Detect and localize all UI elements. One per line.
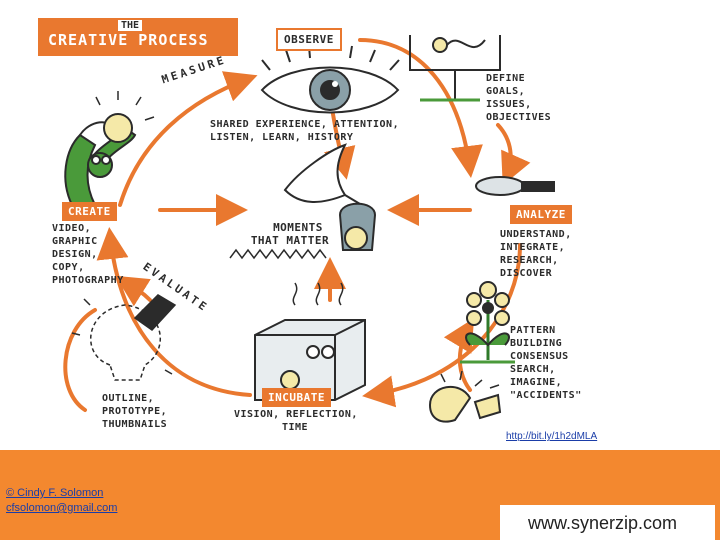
dove-icon [283, 143, 371, 211]
incubator-box-icon [254, 282, 366, 401]
note-analyze: UNDERSTAND, INTEGRATE, RESEARCH, DISCOVE… [500, 229, 572, 279]
flower-icon [460, 281, 515, 364]
broken-bulb-icon [428, 370, 502, 423]
note-incubate: VISION, REFLECTION, TIME [234, 409, 358, 433]
arrow-define-to-analyze [496, 123, 531, 186]
magnifier-icon [475, 176, 555, 196]
sketch-bulb-icon [71, 294, 177, 381]
arrow-observe-to-analyze [358, 38, 483, 178]
grass-lines [229, 248, 327, 260]
stage-analyze: ANALYZE [510, 205, 572, 224]
center-line1: MOMENTS [273, 221, 323, 234]
arrow-outline-to-create [115, 275, 152, 307]
footer-site-box [500, 505, 715, 540]
figure-with-bulb-icon [64, 91, 155, 206]
stage-observe: OBSERVE [276, 28, 342, 51]
note-define: DEFINE GOALS, ISSUES, OBJECTIVES [486, 73, 552, 123]
credit-email[interactable]: cfsolomon@gmail.com [6, 502, 118, 514]
note-observe: SHARED EXPERIENCE, ATTENTION, LISTEN, LE… [210, 119, 400, 143]
eye-icon [260, 45, 400, 114]
stage-incubate: INCUBATE [262, 388, 331, 407]
note-outline: OUTLINE, PROTOTYPE, THUMBNAILS [102, 393, 168, 430]
arrow-create-to-observe [118, 71, 258, 207]
arrow-accidents-to-pattern [443, 318, 475, 392]
goal-post-icon [409, 35, 501, 102]
arrow-outline-loop [63, 308, 97, 412]
bulb-bundle-icon [338, 202, 377, 251]
title-the: THE [118, 20, 143, 31]
arrow-incubate-to-create [96, 227, 252, 397]
page-title: CREATIVE PROCESS [48, 31, 209, 49]
note-create: VIDEO, GRAPHIC DESIGN, COPY, PHOTOGRAPHY [52, 223, 124, 286]
stage-create: CREATE [62, 202, 117, 221]
credit-name[interactable]: © Cindy F. Solomon [6, 487, 104, 499]
source-link[interactable]: http://bit.ly/1h2dMLA [506, 431, 598, 442]
center-line2: THAT MATTER [250, 234, 330, 247]
note-pattern: PATTERN BUILDING CONSENSUS SEARCH, IMAGI… [510, 325, 582, 401]
process-illustration [63, 35, 555, 423]
site-url: www.synerzip.com [528, 513, 678, 533]
